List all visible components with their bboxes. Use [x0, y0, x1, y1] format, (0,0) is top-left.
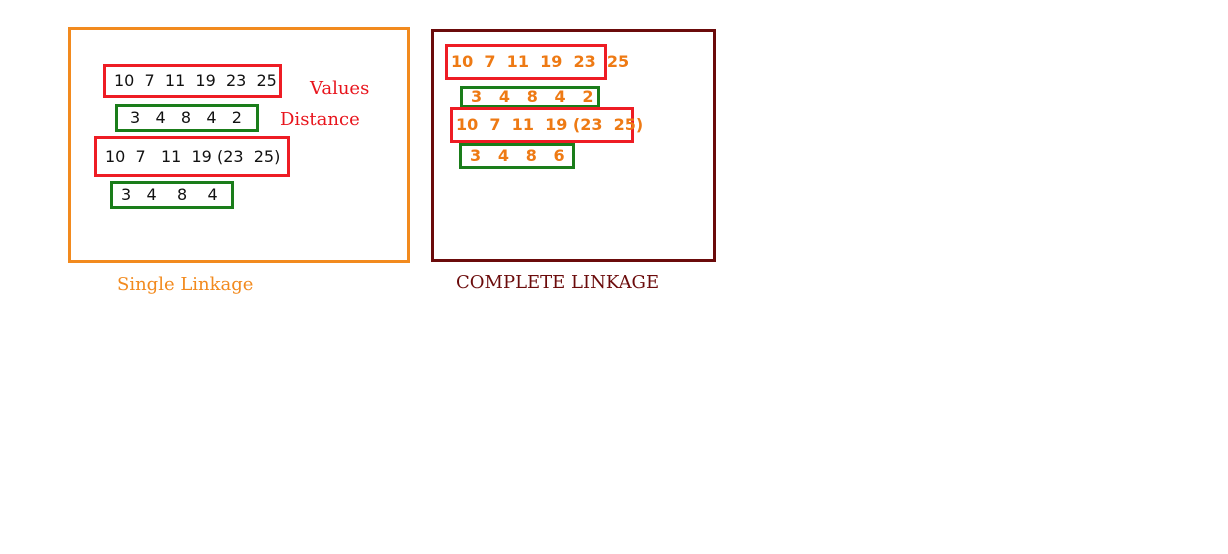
single-values-row-1: 10 7 11 19 23 25: [103, 64, 282, 98]
single-distance-row-2: 3 4 8 4: [110, 181, 234, 209]
values-label: Values: [310, 78, 370, 99]
complete-linkage-caption: COMPLETE LINKAGE: [456, 272, 660, 293]
single-linkage-panel: [68, 27, 410, 263]
complete-values-row-1: 10 7 11 19 23 25: [445, 44, 629, 80]
complete-distance-row-2: 3 4 8 6: [459, 143, 575, 169]
complete-values-row-2: 10 7 11 19 (23 25): [450, 107, 643, 143]
distance-label: Distance: [280, 109, 360, 130]
single-values-row-2: 10 7 11 19 (23 25): [94, 136, 290, 177]
complete-linkage-panel: [431, 29, 716, 262]
single-distance-row-1: 3 4 8 4 2: [115, 104, 259, 132]
complete-distance-row-1: 3 4 8 4 2: [460, 86, 600, 108]
single-linkage-caption: Single Linkage: [117, 274, 254, 295]
